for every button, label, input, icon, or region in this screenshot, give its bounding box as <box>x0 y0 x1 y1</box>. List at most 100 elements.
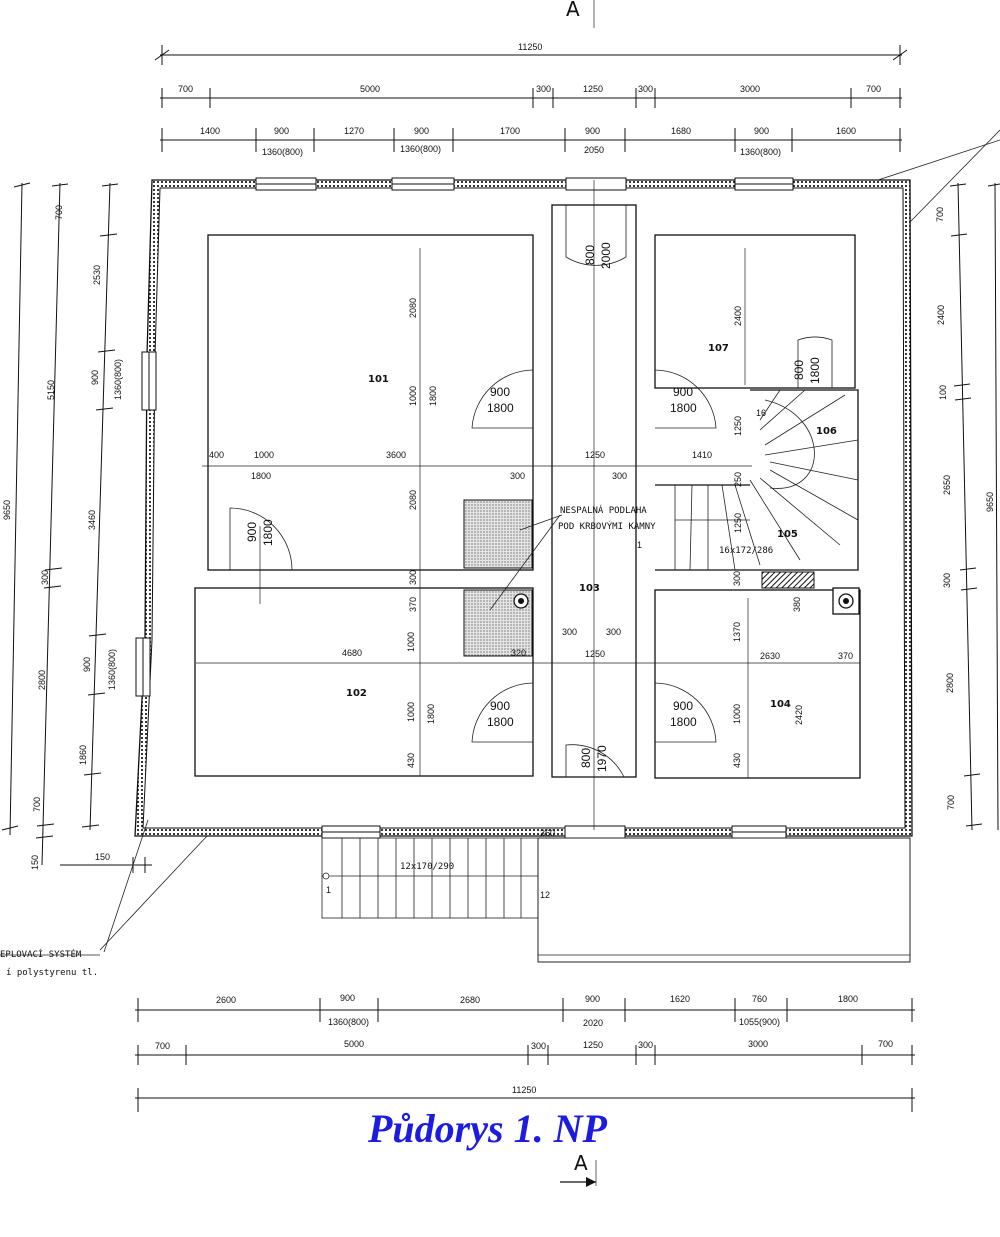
dim-inner: 380 <box>792 597 802 612</box>
dim-bot-r1: 1800 <box>838 994 858 1004</box>
dim-left-c3: 900 <box>90 370 100 385</box>
dim-inner: 300 <box>606 627 621 637</box>
door-label: 900 <box>490 385 510 399</box>
door-label: 1800 <box>670 401 697 415</box>
dimension-lines-right <box>949 182 1000 831</box>
door-label: 1800 <box>487 715 514 729</box>
dim-top-r3: 900 <box>274 126 289 136</box>
door-label: 900 <box>245 522 259 542</box>
room-101: 101 <box>368 374 389 385</box>
dim-inner: 1250 <box>733 416 743 436</box>
dim-top-r3: 1680 <box>671 126 691 136</box>
dim-top-r3: 900 <box>414 126 429 136</box>
dimension-lines-top <box>154 45 908 152</box>
dim-bot-r2: 300 <box>531 1041 546 1051</box>
dimension-lines-bottom <box>135 998 915 1112</box>
dim-inner: 1370 <box>732 622 742 642</box>
dim-bot-total: 11250 <box>512 1085 536 1095</box>
dim-right: 700 <box>946 795 956 810</box>
dim-top-r3: 1270 <box>344 126 364 136</box>
dim-bot-r1: 1620 <box>670 994 690 1004</box>
dim-right-total: 9650 <box>985 492 995 512</box>
dim-bot-r2: 3000 <box>748 1039 768 1049</box>
dim-bot-r1-sub: 1055(900) <box>739 1017 780 1027</box>
dim-left-c3-sub: 1360(800) <box>107 649 117 690</box>
dim-inner: 1000 <box>406 702 416 722</box>
dim-inner: 300 <box>408 570 418 585</box>
door-label: 1800 <box>670 715 697 729</box>
dim-top-r3: 1700 <box>500 126 520 136</box>
dim-left-c2: 300 <box>40 570 50 585</box>
dim-inner: 2630 <box>760 651 780 661</box>
dim-left-c3: 700 <box>32 797 42 812</box>
note-stair-outer: 12x170/290 <box>400 862 454 872</box>
dim-bot-r1-sub: 2020 <box>583 1018 603 1028</box>
door-label: 900 <box>673 385 693 399</box>
dim-left-c3: 1860 <box>78 745 88 765</box>
dim-left-c2: 150 <box>30 855 40 870</box>
door-label: 900 <box>490 699 510 713</box>
door-swings <box>229 205 833 778</box>
dim-bot-r2: 700 <box>878 1039 893 1049</box>
dim-inner: 300 <box>562 627 577 637</box>
dim-top-r3: 1600 <box>836 126 856 136</box>
dim-bot-r2: 300 <box>638 1040 653 1050</box>
dim-right: 2400 <box>936 305 946 325</box>
dim-inner: 1 <box>637 540 642 550</box>
door-label: 800 <box>583 245 597 265</box>
dim-top-r3-sub: 1360(800) <box>400 144 441 154</box>
dim-bot-r1: 900 <box>585 994 600 1004</box>
door-label: 1970 <box>595 745 609 772</box>
stair-105 <box>674 389 859 571</box>
dim-bot-r1-sub: 1360(800) <box>328 1017 369 1027</box>
room-107: 107 <box>708 343 729 354</box>
note-stair-inner: 16x172/286 <box>719 546 773 556</box>
dim-top-r3: 900 <box>754 126 769 136</box>
dim-top-r3-sub: 1360(800) <box>740 147 781 157</box>
door-label: 800 <box>792 360 806 380</box>
dim-top-r3-sub: 1360(800) <box>262 147 303 157</box>
dim-inner: 250 <box>733 472 743 487</box>
dim-inner: 1 <box>326 885 331 895</box>
dim-top-r3: 1400 <box>200 126 220 136</box>
dim-inner: 430 <box>732 753 742 768</box>
dim-inner: 1800 <box>428 386 438 406</box>
leader-lines <box>0 129 1000 956</box>
dim-inner: 370 <box>408 597 418 612</box>
dim-right: 300 <box>942 573 952 588</box>
dim-inner: 4680 <box>342 648 362 658</box>
dim-top-r2: 5000 <box>360 84 380 94</box>
dim-inner: 430 <box>406 753 416 768</box>
dim-inner: 360 <box>540 828 555 838</box>
dim-inner: 1000 <box>408 386 418 406</box>
entrance-stairs <box>321 837 911 963</box>
dim-inner: 300 <box>612 471 627 481</box>
dim-inner: 2080 <box>408 298 418 318</box>
dim-bot-r1: 900 <box>340 993 355 1003</box>
door-label: 800 <box>579 748 593 768</box>
dim-inner: 2080 <box>408 490 418 510</box>
dim-inner: 370 <box>838 651 853 661</box>
dim-inner: 1800 <box>426 704 436 724</box>
plan-title: Půdorys 1. NP <box>367 1106 607 1151</box>
dim-left-c3: 700 <box>54 205 64 220</box>
dim-top-r2: 700 <box>178 84 193 94</box>
dim-right: 100 <box>938 385 948 400</box>
dim-left-c2: 2800 <box>37 670 47 690</box>
dim-left-total: 9650 <box>2 500 12 520</box>
note-fireplace: POD KRBOVÝMI KAMNY <box>558 520 656 532</box>
dim-top-r2: 3000 <box>740 84 760 94</box>
dim-left-c3: 3460 <box>87 510 97 530</box>
dim-inner: 2400 <box>733 306 743 326</box>
dim-top-r2: 300 <box>536 84 551 94</box>
dim-bot-r2: 700 <box>155 1041 170 1051</box>
dim-inner: 12 <box>540 890 550 900</box>
dim-inner: 1410 <box>692 450 712 460</box>
dim-inner: 300 <box>732 571 742 586</box>
room-104: 104 <box>770 699 791 710</box>
dim-left-c3-sub: 1360(800) <box>113 359 123 400</box>
door-label: 2000 <box>599 242 613 269</box>
room-103: 103 <box>579 583 600 594</box>
